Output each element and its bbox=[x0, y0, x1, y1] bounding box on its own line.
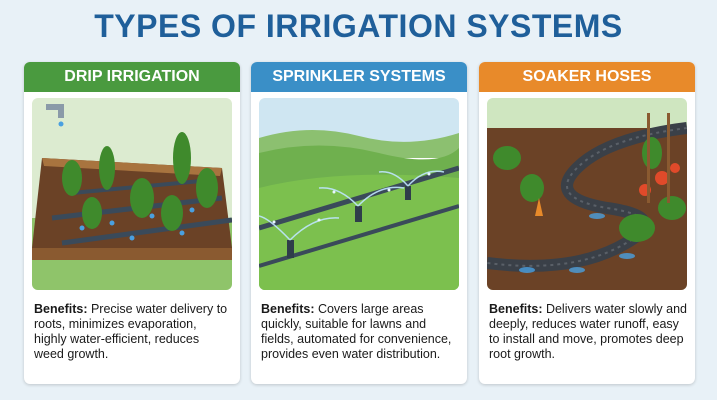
benefits-description: Benefits: Precise water delivery to root… bbox=[34, 302, 232, 362]
benefits-label: Benefits: bbox=[34, 302, 88, 316]
benefits-label: Benefits: bbox=[489, 302, 543, 316]
card-heading: SOAKER HOSES bbox=[479, 62, 695, 92]
benefits-description: Benefits: Covers large areas quickly, su… bbox=[261, 302, 459, 362]
soaker-hose-illustration bbox=[487, 98, 687, 290]
sprinkler-systems-card: SPRINKLER SYSTEMS bbox=[251, 62, 467, 384]
drip-irrigation-illustration bbox=[32, 98, 232, 290]
benefits-text: Delivers water slowly and deeply, reduce… bbox=[489, 302, 687, 361]
drip-irrigation-card: DRIP IRRIGATION bbox=[24, 62, 240, 384]
sprinkler-illustration bbox=[259, 98, 459, 290]
benefits-label: Benefits: bbox=[261, 302, 315, 316]
benefits-text: Covers large areas quickly, suitable for… bbox=[261, 302, 452, 361]
soaker-hoses-card: SOAKER HOSES bbox=[479, 62, 695, 384]
benefits-description: Benefits: Delivers water slowly and deep… bbox=[489, 302, 687, 362]
page-title: TYPES OF IRRIGATION SYSTEMS bbox=[94, 8, 623, 44]
card-heading: DRIP IRRIGATION bbox=[24, 62, 240, 92]
card-heading: SPRINKLER SYSTEMS bbox=[251, 62, 467, 92]
benefits-text: Precise water delivery to roots, minimiz… bbox=[34, 302, 228, 361]
